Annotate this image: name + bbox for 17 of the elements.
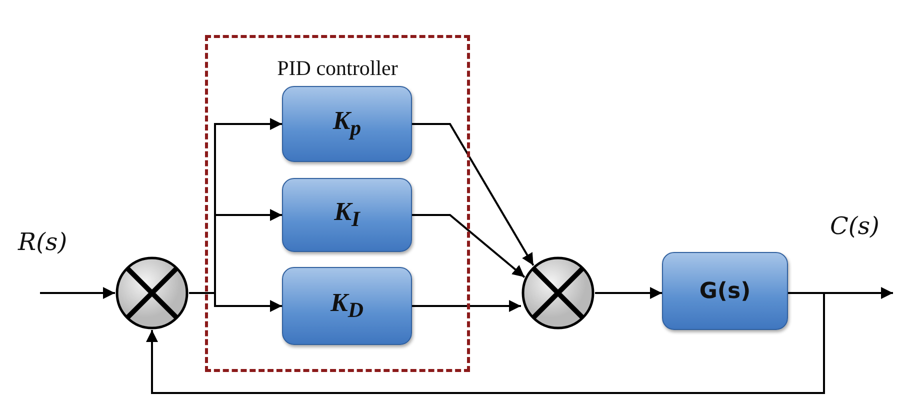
arrow	[412, 123, 534, 266]
arrow	[412, 300, 521, 312]
signal-label: C(s)	[830, 212, 880, 240]
gain-block: K$_{p}$	[282, 86, 412, 162]
controller-group-box	[205, 35, 470, 372]
arrow	[412, 214, 526, 278]
arrow	[189, 292, 282, 312]
gain-block: K$_{I}$	[282, 178, 412, 252]
arrow	[40, 287, 115, 299]
group-title: PID controller	[276, 56, 399, 81]
gain-block: G(s)	[662, 252, 788, 330]
gain-block: K$_{D}$	[282, 267, 412, 345]
summing-junction	[115, 256, 189, 330]
signal-label: R(s)	[18, 228, 68, 256]
arrow	[595, 287, 662, 299]
summing-junction	[521, 256, 595, 330]
arrow	[146, 292, 825, 394]
